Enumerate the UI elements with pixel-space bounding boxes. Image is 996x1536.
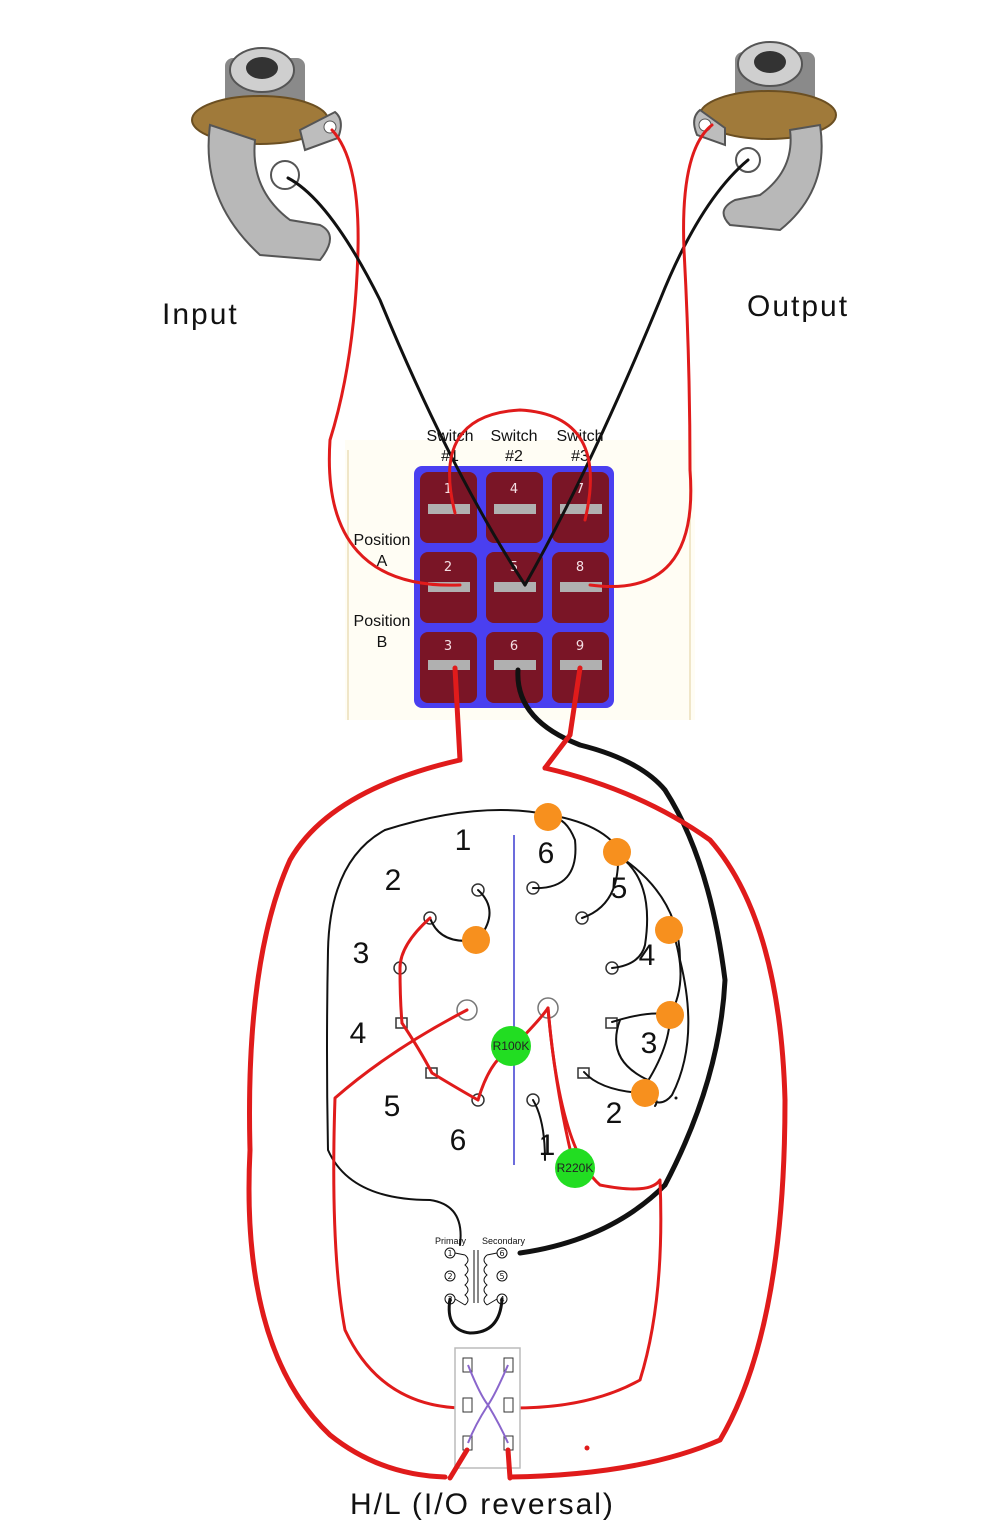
rotary-terminal-r5 — [577, 1067, 590, 1079]
resistor-r220k — [555, 1148, 595, 1188]
position-a-line1: Position — [354, 532, 411, 549]
output-label: Output — [747, 290, 850, 323]
rotary-outer-black-wire — [326, 829, 462, 1246]
primary-pin-2: 2 — [447, 1272, 452, 1281]
rotary-left-num-4: 4 — [350, 1017, 367, 1050]
wire-input-sleeve-red — [327, 128, 462, 587]
rotary-wire-r4 — [611, 854, 649, 969]
secondary-pin-5: 5 — [499, 1272, 504, 1281]
wire-outer-left-red — [246, 757, 463, 1480]
rotary-top-black-wire — [384, 809, 626, 861]
rotary-left-num-3: 3 — [353, 937, 370, 970]
transformer-bottom-wire — [447, 1297, 504, 1335]
hl-bottom-left-lead — [447, 1447, 470, 1481]
orange-node-5 — [631, 1079, 659, 1107]
wire-lug1-to-lug7-red — [448, 408, 592, 522]
hl-switch-label: H/L (I/O reversal) — [350, 1488, 615, 1521]
orange-node-2 — [603, 838, 631, 866]
lug-number-3: 3 — [444, 639, 452, 654]
lug-number-8: 8 — [576, 560, 584, 575]
rotary-switch: 1 2 3 4 5 6 6 5 4 3 2 1 — [326, 803, 690, 1410]
orange-node-3 — [655, 916, 683, 944]
switch-3-header-line2: #3 — [571, 448, 589, 465]
resistor-r100k — [491, 1026, 531, 1066]
lug-number-4: 4 — [510, 482, 518, 497]
rotary-left-num-2: 2 — [385, 864, 402, 897]
wire-input-tip-black — [286, 176, 527, 587]
lug-number-9: 9 — [576, 639, 584, 654]
rotary-left-num-6: 6 — [450, 1124, 467, 1157]
wire-lug6-to-secondary-black — [515, 667, 728, 1256]
switch-2-header-line2: #2 — [505, 448, 523, 465]
rotary-terminal-r4 — [605, 1017, 618, 1029]
position-b-line1: Position — [354, 613, 411, 630]
orange-node-6 — [462, 926, 490, 954]
rotary-right-num-2: 2 — [606, 1097, 623, 1130]
rotary-wire-r-arc — [624, 859, 690, 1104]
rotary-right-num-6: 6 — [538, 837, 555, 870]
position-b-line2: B — [377, 634, 388, 651]
hl-switch — [447, 1347, 521, 1481]
hl-bottom-right-lead — [505, 1447, 513, 1481]
rotary-right-num-5: 5 — [611, 872, 628, 905]
rotary-wire-common-a-red — [332, 1008, 469, 1410]
resistor-r100k-label: R100K — [493, 1039, 530, 1053]
rotary-left-num-1: 1 — [455, 824, 472, 857]
input-label: Input — [162, 298, 239, 331]
rotary-right-num-4: 4 — [639, 939, 656, 972]
wire-lug9-down-red — [542, 665, 583, 771]
wire-lug3-down-red — [452, 665, 463, 763]
rotary-wire-l4-l5-red — [400, 1021, 480, 1102]
switch-block: 1 4 7 2 5 8 3 6 9 — [414, 466, 614, 708]
rotary-right-num-1: 1 — [539, 1129, 556, 1162]
resistor-r220k-label: R220K — [557, 1161, 594, 1175]
switch-2-header-line1: Switch — [490, 428, 537, 445]
rotary-wire-common-b-red — [513, 1006, 663, 1410]
rotary-wire-r1 — [532, 1099, 546, 1161]
hl-cross-wire-2 — [467, 1364, 509, 1444]
lug-number-1: 1 — [444, 482, 452, 497]
secondary-pin-6: 6 — [499, 1249, 504, 1258]
rotary-wire-l3-l4-red — [398, 916, 432, 1025]
stray-dot-2 — [674, 1096, 678, 1100]
transformer-secondary-label: Secondary — [482, 1236, 526, 1246]
position-a-line2: A — [377, 553, 388, 570]
lug-number-6: 6 — [510, 639, 518, 654]
transformer: Primary Secondary 1 2 3 6 5 4 — [435, 1236, 526, 1335]
input-jack — [191, 47, 342, 262]
output-jack — [693, 41, 837, 232]
rotary-left-num-5: 5 — [384, 1090, 401, 1123]
lug-number-2: 2 — [444, 560, 452, 575]
primary-pin-1: 1 — [447, 1249, 452, 1258]
orange-node-4 — [656, 1001, 684, 1029]
lug-number-7: 7 — [576, 482, 584, 497]
stray-dot — [584, 1445, 590, 1451]
wire-output-sleeve-red — [588, 123, 714, 588]
wire-outer-right-red — [507, 765, 788, 1480]
transformer-primary-label: Primary — [435, 1236, 466, 1246]
orange-node-1 — [534, 803, 562, 831]
wire-output-tip-black — [523, 158, 750, 587]
rotary-right-num-3: 3 — [641, 1027, 658, 1060]
